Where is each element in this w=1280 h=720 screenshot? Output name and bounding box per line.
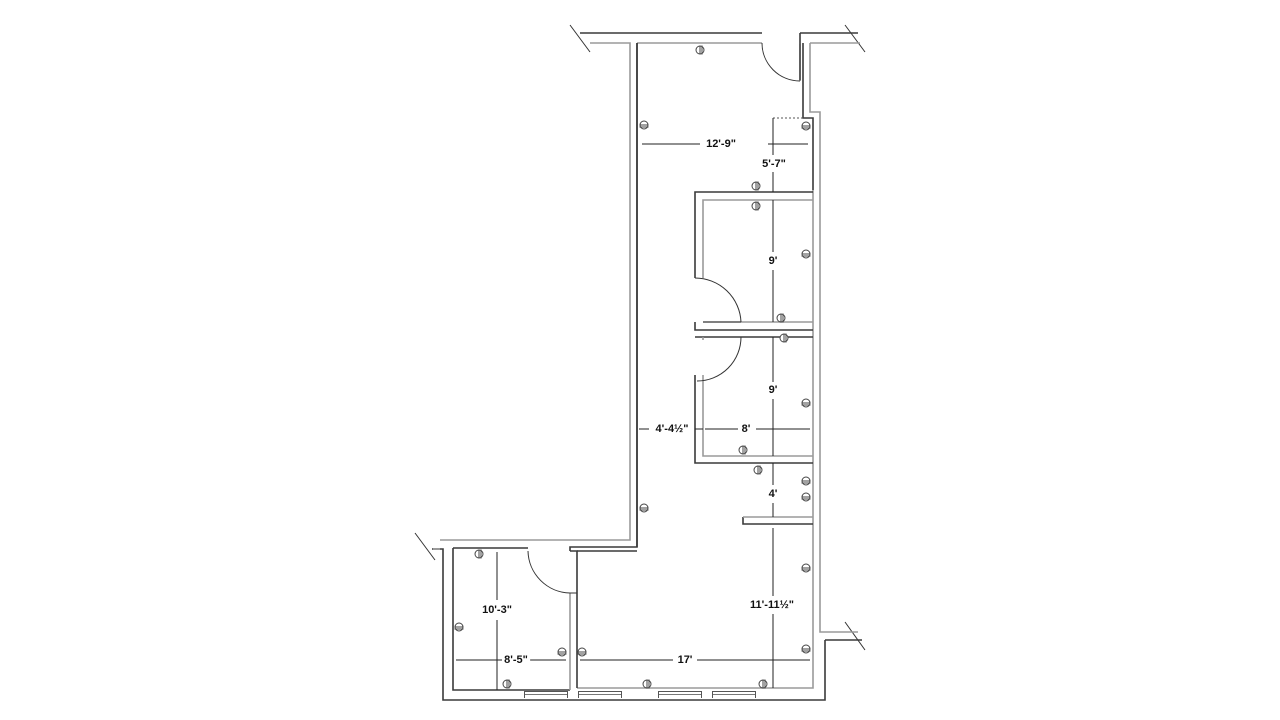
outlet-icon	[758, 679, 768, 689]
outlet-icon	[738, 445, 748, 455]
break-line-right	[844, 621, 866, 651]
dim-storage-depth: 4'	[766, 488, 780, 500]
dim-corridor-width: 4'-4½"	[653, 423, 691, 435]
outlet-icon	[801, 476, 811, 486]
outlet-icon	[779, 333, 789, 343]
outlet-icon	[502, 679, 512, 689]
break-line-left	[414, 532, 436, 561]
outlet-icon	[801, 398, 811, 408]
window	[578, 691, 622, 698]
outlet-icon	[474, 549, 484, 559]
window	[524, 691, 568, 698]
outlet-icon	[801, 249, 811, 259]
dim-office-2-depth: 9'	[766, 384, 780, 396]
dim-office-1-depth: 9'	[766, 255, 780, 267]
dim-office-2-width: 8'	[739, 423, 753, 435]
outlet-icon	[577, 647, 587, 657]
outlet-icon	[557, 647, 567, 657]
outlet-icon	[776, 313, 786, 323]
exterior-walls	[432, 32, 862, 701]
outlet-icon	[639, 503, 649, 513]
break-line-top-left	[569, 24, 591, 53]
dim-main-top-width: 12'-9"	[704, 138, 738, 150]
window	[658, 691, 702, 698]
dim-closet-depth: 5'-7"	[760, 158, 788, 170]
window	[712, 691, 756, 698]
outlet-icon	[695, 45, 705, 55]
break-line-top-right	[844, 24, 866, 53]
outlet-icon	[751, 201, 761, 211]
dim-bottom-room-depth: 11'-11½"	[748, 599, 796, 611]
doors	[527, 42, 801, 594]
outlet-icon	[801, 644, 811, 654]
outlet-icon	[642, 679, 652, 689]
outlet-icon	[639, 120, 649, 130]
outlet-icon	[801, 563, 811, 573]
dimension-lines	[456, 118, 810, 690]
interior-walls	[694, 117, 813, 525]
outlet-icon	[753, 465, 763, 475]
outlet-icon	[801, 121, 811, 131]
dim-left-office-width: 8'-5"	[502, 654, 530, 666]
outlet-icon	[801, 492, 811, 502]
outlet-icon	[751, 181, 761, 191]
dim-bottom-room-width: 17'	[675, 654, 695, 666]
dim-left-office-depth: 10'-3"	[480, 604, 514, 616]
outlet-icon	[454, 622, 464, 632]
